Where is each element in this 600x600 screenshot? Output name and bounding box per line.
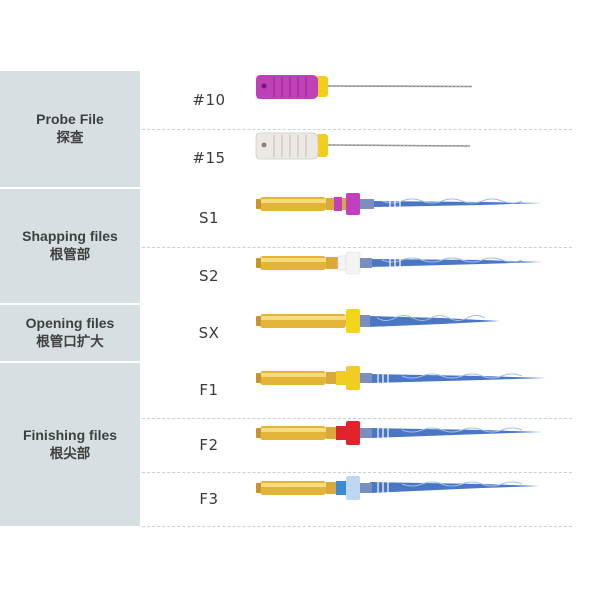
category-subtitle: 根管口扩大 (36, 334, 104, 350)
category-cell: Finishing files 根尖部 (0, 363, 140, 526)
file-row: SX (142, 305, 600, 361)
rotary-file-yellow-ring-icon (242, 363, 572, 421)
category-cell: Probe File 探查 (0, 71, 140, 187)
file-code: F2 (199, 436, 219, 454)
category-subtitle: 根管部 (49, 247, 91, 263)
file-code: F3 (199, 490, 219, 508)
file-code: #15 (192, 149, 226, 167)
group-probe-file: Probe File 探查 #10 (0, 71, 600, 187)
group-opening-files: Opening files 根管口扩大 SX (0, 305, 600, 361)
probe-file-white-handle-icon (242, 129, 572, 187)
row-divider (142, 247, 572, 248)
rotary-file-white-ring-icon (242, 247, 572, 305)
category-title: Shapping files (22, 228, 118, 244)
row-divider (142, 418, 572, 419)
file-row: F1 (142, 363, 600, 418)
file-code: F1 (199, 381, 219, 399)
category-cell: Shapping files 根管部 (0, 189, 140, 303)
group-separator (0, 303, 600, 305)
probe-file-purple-handle-icon (242, 71, 572, 129)
category-title: Probe File (36, 111, 104, 127)
category-title: Opening files (25, 315, 115, 331)
category-title: Finishing files (22, 426, 118, 443)
group-finishing-files: Finishing files 根尖部 F1 (0, 363, 600, 526)
group-separator (0, 361, 600, 363)
file-row: S1 (142, 189, 600, 247)
file-row: #10 (142, 71, 600, 129)
row-divider (142, 129, 572, 130)
row-divider (142, 472, 572, 473)
category-subtitle: 探查 (56, 130, 84, 146)
group-separator (0, 187, 600, 189)
file-row: S2 (142, 247, 600, 305)
file-row: F2 (142, 418, 600, 472)
rotary-file-purple-ring-icon (242, 189, 572, 247)
file-code: S1 (198, 209, 220, 227)
rotary-file-blue-ring-icon (242, 472, 572, 530)
rotary-file-red-ring-icon (242, 418, 572, 476)
file-code: #10 (192, 91, 226, 109)
category-cell: Opening files 根管口扩大 (0, 305, 140, 361)
file-table: Probe File 探查 #10 (0, 71, 600, 527)
file-row: #15 (142, 129, 600, 187)
table-bottom-divider (142, 526, 572, 527)
file-code: S2 (198, 267, 220, 285)
category-subtitle: 根尖部 (49, 445, 91, 462)
rotary-file-yellow-ring-icon (242, 305, 572, 363)
file-row: F3 (142, 472, 600, 526)
file-code: SX (198, 324, 220, 342)
group-shapping-files: Shapping files 根管部 S1 (0, 189, 600, 303)
